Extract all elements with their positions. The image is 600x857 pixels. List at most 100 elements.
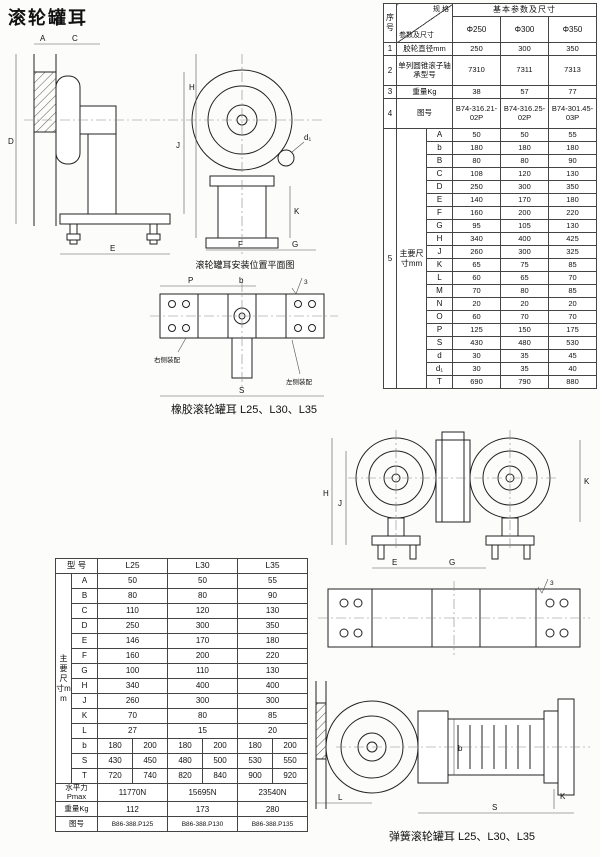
spec-header: 规 格 — [433, 6, 449, 13]
value-cell: 80 — [500, 284, 549, 298]
dim-label-G: G — [292, 240, 298, 249]
dim-letter: K — [426, 258, 453, 272]
value-cell: 250 — [452, 42, 501, 56]
value-cell: 85 — [548, 258, 597, 272]
value-cell: 400 — [500, 232, 549, 246]
value-cell: 450 — [132, 753, 168, 769]
value-cell: 7311 — [500, 55, 549, 86]
value-cell: 60 — [452, 271, 501, 285]
dim-letter: D — [426, 180, 453, 194]
value-cell: 300 — [500, 180, 549, 194]
dim-letter: M — [426, 284, 453, 298]
value-cell: 480 — [500, 336, 549, 350]
param-header: 参数及尺寸 — [399, 31, 434, 39]
value-cell: 50 — [452, 128, 501, 142]
value-cell: 250 — [452, 180, 501, 194]
value-cell: 550 — [272, 753, 308, 769]
dim-label-d1: d₁ — [304, 133, 311, 142]
dim-letter: H — [71, 678, 98, 694]
value-cell: 130 — [237, 663, 308, 679]
value-cell: B74-316.21-02P — [452, 98, 501, 129]
value-cell: 880 — [548, 375, 597, 389]
value-cell: 400 — [237, 678, 308, 694]
value-cell: 80 — [500, 154, 549, 168]
value-cell: 130 — [237, 603, 308, 619]
dims-group-label: 主要尺寸mm — [55, 573, 72, 784]
value-cell: 170 — [167, 633, 238, 649]
value-cell: 350 — [237, 618, 308, 634]
table-row: 序号 规 格 参数及尺寸 基本参数及尺寸 — [383, 3, 597, 43]
dim-letter: H — [426, 232, 453, 246]
value-cell: 110 — [167, 663, 238, 679]
table-row: 型 号 L25 L30 L35 — [55, 558, 308, 574]
value-cell: 70 — [548, 310, 597, 324]
value-cell: 35 — [500, 362, 549, 376]
row-label: 胶轮直径mm — [396, 42, 453, 56]
model-column-header: 型 号 — [55, 558, 98, 574]
value-cell: 900 — [237, 768, 273, 784]
dim-letter: S — [71, 753, 98, 769]
value-cell: 90 — [548, 154, 597, 168]
value-cell: 57 — [500, 85, 549, 99]
value-cell: 55 — [548, 128, 597, 142]
table-row: Φ250 Φ300 Φ350 — [384, 16, 597, 43]
row-number: 5 — [383, 128, 397, 389]
dim-label-F: F — [238, 240, 243, 249]
col-header-phi350: Φ350 — [548, 16, 597, 43]
value-cell: 425 — [548, 232, 597, 246]
value-cell: 300 — [237, 693, 308, 709]
value-cell: 220 — [237, 648, 308, 664]
spring-roller-caption: 弹簧滚轮罐耳 L25、L30、L35 — [388, 831, 536, 843]
value-cell: 180 — [237, 633, 308, 649]
value-cell: 108 — [452, 167, 501, 181]
value-cell: 70 — [548, 271, 597, 285]
value-cell: 120 — [500, 167, 549, 181]
row-number: 2 — [383, 55, 397, 86]
value-cell: 400 — [167, 678, 238, 694]
value-cell: 80 — [167, 708, 238, 724]
dim-label-J: J — [176, 141, 180, 150]
value-cell: 300 — [500, 245, 549, 259]
dims-group-label: 主要尺寸mm — [396, 128, 427, 389]
value-cell: 160 — [97, 648, 168, 664]
value-cell: 690 — [452, 375, 501, 389]
dim-letter: E — [426, 193, 453, 207]
value-cell: 70 — [500, 310, 549, 324]
row-label: 单列圆锥滚子轴承型号 — [396, 55, 453, 86]
dim-letter: C — [426, 167, 453, 181]
value-cell: 200 — [132, 738, 168, 754]
value-cell: 20 — [237, 723, 308, 739]
dim-letter: K — [71, 708, 98, 724]
value-cell: 180 — [500, 141, 549, 155]
value-cell: 200 — [272, 738, 308, 754]
value-cell: 480 — [167, 753, 203, 769]
value-cell: 340 — [452, 232, 501, 246]
rubber-roller-caption: 橡胶滚轮罐耳 L25、L30、L35 — [170, 404, 318, 416]
row-number: 4 — [383, 98, 397, 129]
dim-letter: P — [426, 323, 453, 337]
dim-letter: A — [71, 573, 98, 589]
value-cell: 200 — [202, 738, 238, 754]
value-cell: 260 — [452, 245, 501, 259]
spring-roller-side-view-drawing: 3 b L S — [315, 578, 590, 814]
centerlines — [348, 430, 558, 550]
row-label: 重量Kg — [55, 801, 98, 818]
value-cell: 85 — [237, 708, 308, 724]
value-cell: 75 — [500, 258, 549, 272]
value-cell: 23540N — [237, 782, 308, 803]
